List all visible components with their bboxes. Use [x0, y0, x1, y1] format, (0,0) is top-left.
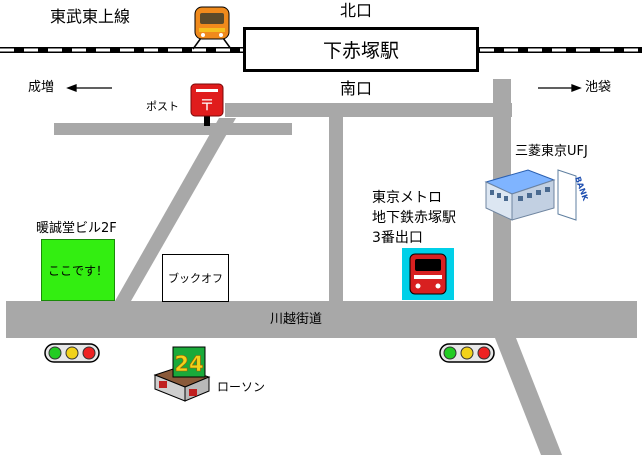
- traffic-light-left-icon: [44, 343, 100, 363]
- lawson-label: ローソン: [217, 380, 266, 394]
- metro-label-line1: 東京メトロ: [372, 190, 442, 206]
- svg-text:〒: 〒: [199, 96, 214, 114]
- postbox-icon: 〒: [190, 83, 224, 126]
- traffic-light-right-icon: [439, 343, 495, 363]
- road-south-exit: [225, 103, 512, 117]
- line-name-label: 東武東上線: [50, 7, 131, 26]
- here-label: ここです！: [47, 263, 108, 278]
- metro-label-line2: 地下鉄赤塚駅: [372, 210, 456, 226]
- bookoff-box: ブックオフ: [162, 254, 229, 302]
- road-upper: [54, 123, 292, 135]
- direction-left-label: 成増: [28, 80, 55, 95]
- road-diagonal-right: [495, 338, 562, 455]
- direction-arrows: [66, 84, 582, 92]
- north-exit-label: 北口: [340, 1, 373, 20]
- road-center-vertical: [329, 117, 343, 303]
- station-name: 下赤塚駅: [322, 40, 399, 62]
- road-diagonal-left: [115, 118, 236, 301]
- bank-icon: BANK: [484, 169, 588, 221]
- roads: [6, 79, 637, 455]
- arrow-right-icon: [571, 84, 582, 92]
- road-kawagoe-kaido: [6, 301, 637, 338]
- metro-exit-icon: [402, 248, 454, 300]
- bookoff-label: ブックオフ: [168, 272, 223, 285]
- post-label: ポスト: [146, 100, 179, 113]
- direction-right-label: 池袋: [585, 80, 612, 95]
- station-box: 下赤塚駅: [243, 27, 479, 72]
- destination-box: ここです！: [41, 239, 115, 301]
- convenience-store-icon: 24: [153, 346, 211, 402]
- south-exit-label: 南口: [340, 79, 373, 98]
- metro-label-line3: 3番出口: [372, 230, 423, 246]
- arrow-left-icon: [66, 84, 77, 92]
- store-24-sign: 24: [174, 352, 203, 376]
- building-label: 暖誠堂ビル2F: [36, 221, 117, 236]
- street-name-label: 川越街道: [270, 312, 323, 327]
- train-icon: [192, 6, 232, 50]
- bank-label: 三菱東京UFJ: [515, 144, 588, 159]
